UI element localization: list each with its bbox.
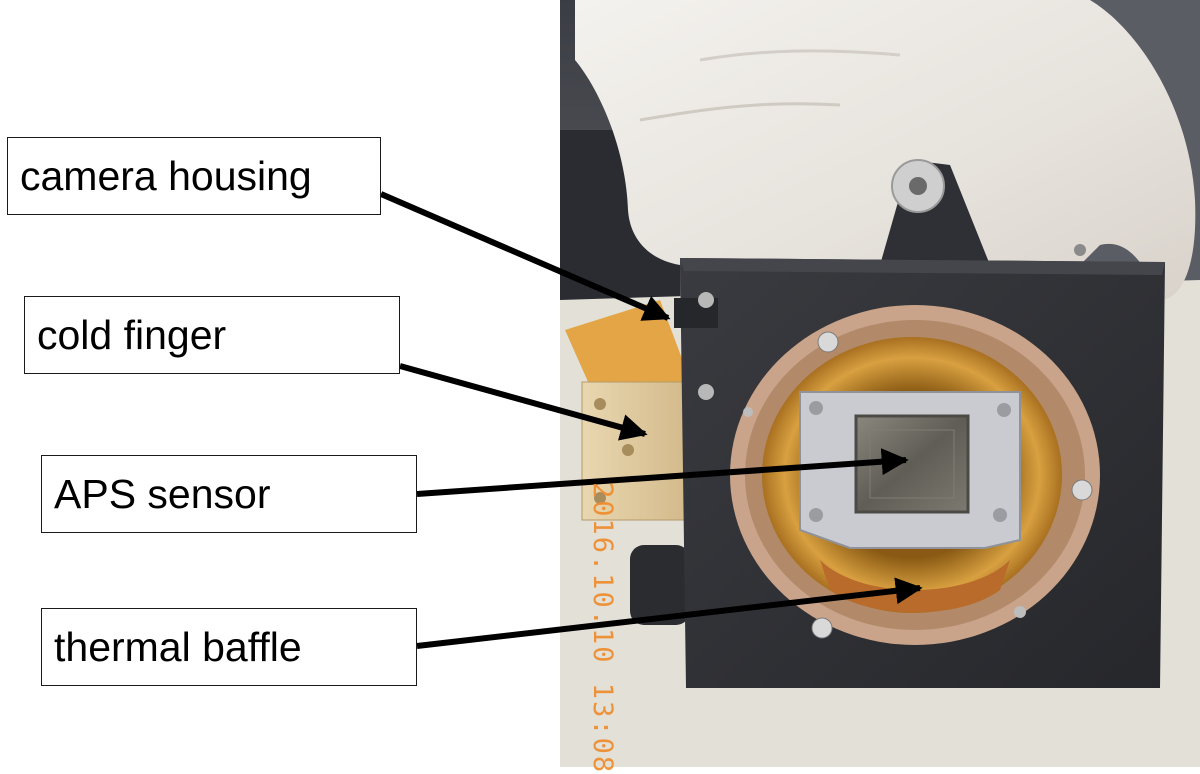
arrow-camera-housing bbox=[379, 191, 671, 321]
thermal-baffle-part bbox=[820, 560, 1010, 613]
photo-timestamp: 2016.10.10 13:08 bbox=[587, 482, 618, 774]
label-aps-sensor: APS sensor bbox=[41, 455, 417, 533]
label-camera-housing: camera housing bbox=[7, 137, 381, 215]
arrow-cold-finger bbox=[399, 363, 648, 441]
label-thermal-baffle: thermal baffle bbox=[41, 608, 417, 686]
label-cold-finger-text: cold finger bbox=[37, 311, 227, 358]
arrow-aps-sensor bbox=[416, 448, 909, 497]
label-thermal-baffle-text: thermal baffle bbox=[54, 623, 302, 670]
label-aps-sensor-text: APS sensor bbox=[54, 470, 271, 517]
label-cold-finger: cold finger bbox=[24, 296, 400, 374]
flange-bolt bbox=[817, 331, 839, 353]
gloved-hand bbox=[575, 0, 1196, 300]
arrow-thermal-baffle bbox=[416, 577, 923, 649]
label-camera-housing-text: camera housing bbox=[20, 152, 312, 199]
